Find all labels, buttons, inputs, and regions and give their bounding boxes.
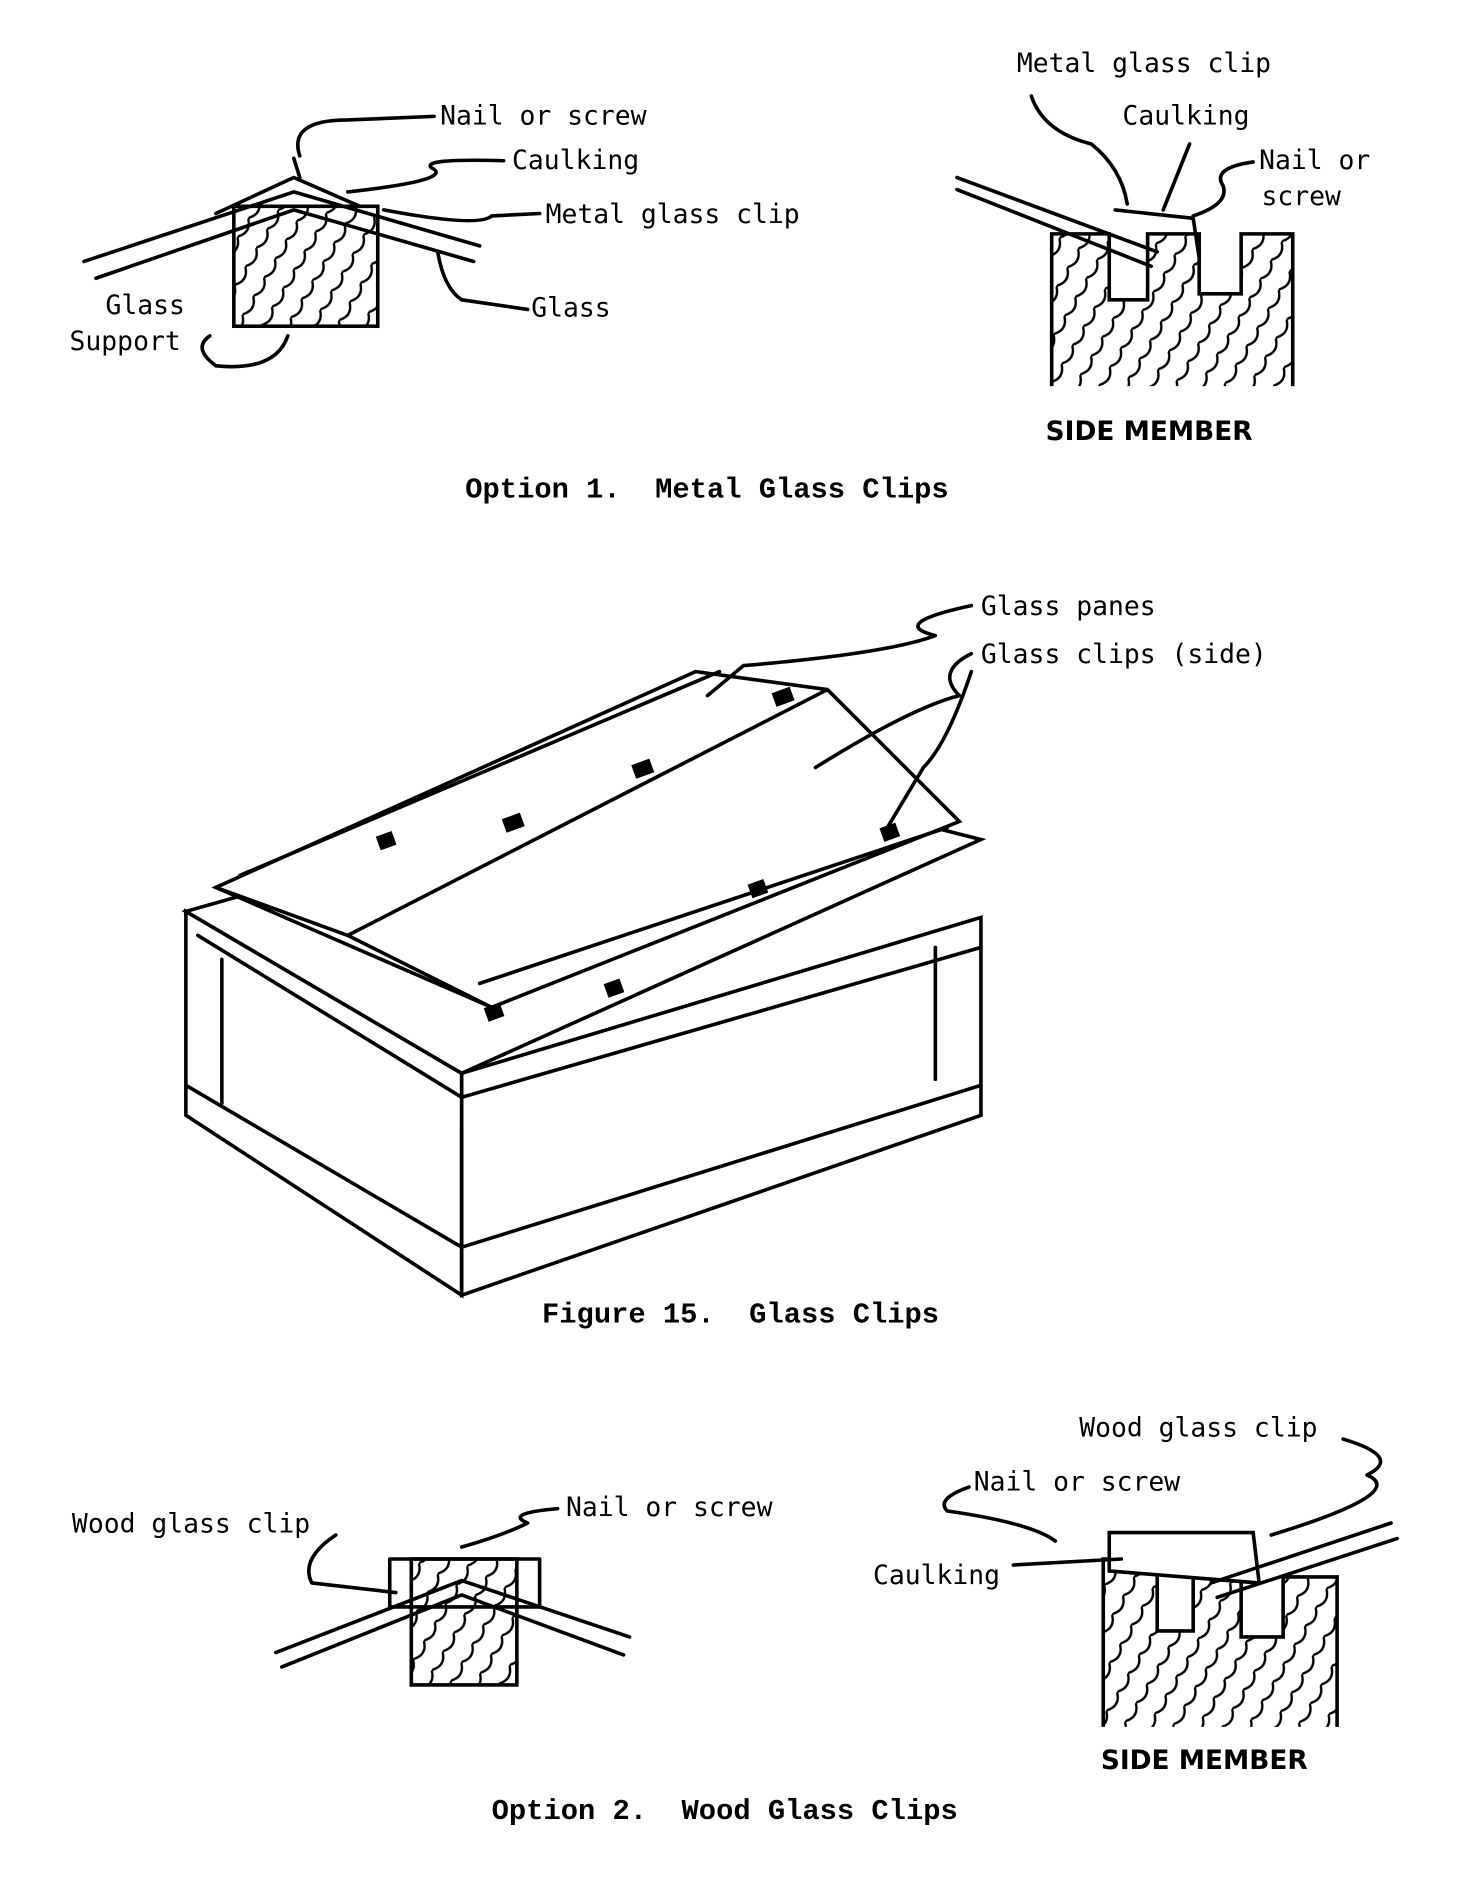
label-glass-support-line2: Support: [70, 327, 181, 357]
label-metal-glass-clip: Metal glass clip: [546, 200, 800, 230]
label-wood-glass-clip: Wood glass clip: [72, 1510, 310, 1540]
option2-caption: Option 2. Wood Glass Clips: [492, 1795, 958, 1828]
option1-side-member-detail: Metal glass clip Caulking Nail or screw …: [955, 49, 1370, 447]
cold-frame-illustration: Glass panes Glass clips (side): [181, 592, 1267, 1299]
option2-side-member-detail: Wood glass clip Nail or screw Caulking S…: [873, 1414, 1399, 1776]
label-nail-or-screw: Nail or screw: [440, 102, 647, 132]
label-side-member: SIDE MEMBER: [1046, 417, 1253, 447]
option1-caption: Option 1. Metal Glass Clips: [465, 474, 948, 507]
label-caulking: Caulking: [1122, 102, 1249, 132]
label-nail-or-screw: Nail or screw: [974, 1468, 1181, 1498]
label-metal-glass-clip: Metal glass clip: [1017, 49, 1271, 79]
label-glass-panes: Glass panes: [981, 592, 1156, 622]
label-caulking: Caulking: [512, 146, 639, 176]
option1-ridge-detail: Nail or screw Caulking Metal glass clip …: [70, 102, 800, 369]
figure-caption: Figure 15. Glass Clips: [542, 1299, 939, 1332]
label-screw: screw: [1262, 182, 1342, 212]
label-glass-support-line1: Glass: [106, 291, 185, 321]
label-glass-clips-side: Glass clips (side): [981, 640, 1267, 670]
label-wood-glass-clip: Wood glass clip: [1079, 1414, 1317, 1444]
label-nail-or: Nail or: [1259, 146, 1370, 176]
option2-ridge-detail: Wood glass clip Nail or screw: [72, 1493, 773, 1687]
label-side-member: SIDE MEMBER: [1101, 1746, 1308, 1776]
label-nail-or-screw: Nail or screw: [566, 1493, 773, 1523]
label-caulking: Caulking: [873, 1561, 1000, 1591]
label-glass: Glass: [531, 294, 610, 324]
